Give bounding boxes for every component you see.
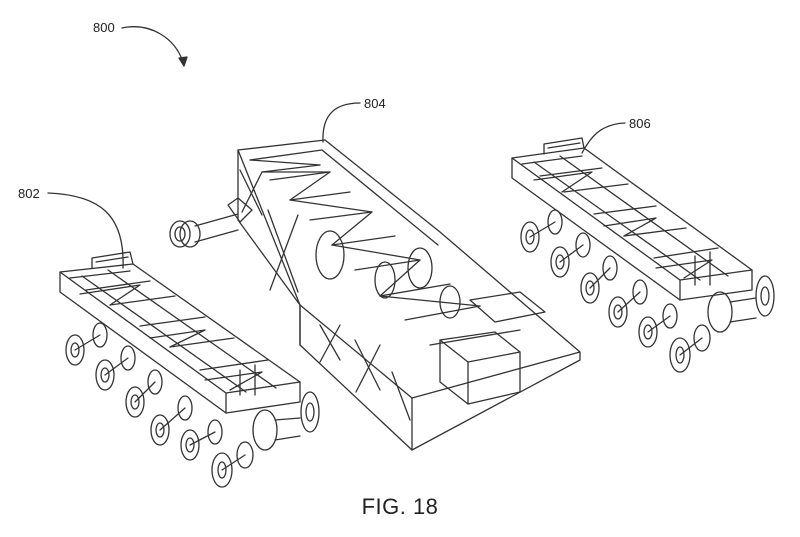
right-trailer-806 [511, 137, 775, 373]
leader-802 [47, 192, 124, 269]
leader-804 [322, 102, 361, 143]
ref-numeral-802: 802 [18, 186, 40, 201]
ref-numeral-804: 804 [364, 96, 386, 111]
ref-numeral-806: 806 [629, 116, 651, 131]
left-trailer-802 [59, 251, 320, 488]
arrowhead-800 [178, 56, 188, 67]
leader-lines [47, 26, 626, 269]
center-frame-804 [169, 139, 581, 451]
leader-806 [581, 122, 626, 154]
figure-caption: FIG. 18 [361, 494, 439, 519]
leader-800-arrow [121, 26, 184, 63]
ref-numeral-800: 800 [93, 20, 115, 35]
